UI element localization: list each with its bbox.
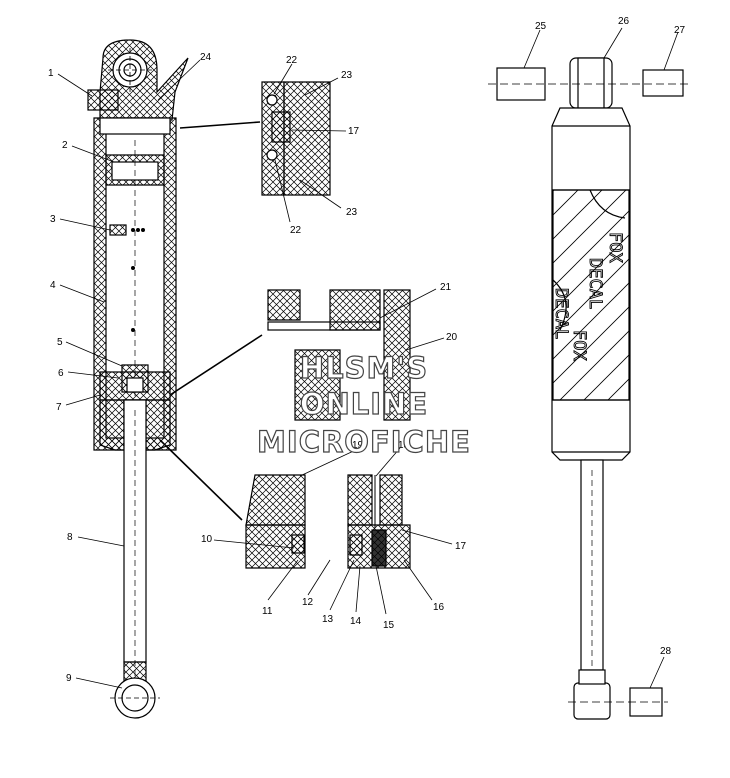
piston-detail-middle (169, 289, 411, 421)
decal-fox-lower: FOX (569, 330, 589, 361)
decal-fox-upper: FOX (605, 232, 625, 263)
callout-25: 25 (535, 21, 547, 32)
callout-24: 24 (200, 52, 212, 63)
fox-decal-area (552, 189, 630, 401)
shock-exterior-view (488, 57, 692, 720)
callout-1: 1 (48, 68, 54, 79)
callout-10: 10 (201, 534, 213, 545)
callout-13: 13 (322, 614, 334, 625)
callout-17-bottom: 17 (455, 541, 467, 552)
callout-11: 11 (262, 606, 273, 617)
leader-lines (57, 27, 679, 689)
decal-decal-upper: DECAL (585, 258, 605, 309)
seal-detail-top (179, 81, 331, 196)
callout-9: 9 (66, 673, 72, 684)
callout-22-top: 22 (286, 55, 298, 66)
bottom-eye-exterior (573, 682, 611, 720)
decal-decal-lower: DECAL (551, 288, 571, 339)
callout-4: 4 (50, 280, 56, 291)
callout-20: 20 (446, 332, 458, 343)
callout-6: 6 (58, 368, 64, 379)
watermark-line-2: ONLINE (300, 387, 428, 421)
callout-8: 8 (67, 532, 73, 543)
callout-labels: 1 2 3 4 5 6 7 8 9 24 22 23 17 23 22 21 2… (48, 16, 686, 684)
seal-head-detail-right (347, 474, 411, 569)
callout-7: 7 (56, 402, 62, 413)
watermark-line-1: HLSM'S (300, 351, 428, 385)
bushing-part-27 (642, 69, 684, 97)
seal-head-detail-left (245, 474, 306, 569)
callout-27: 27 (674, 25, 686, 36)
callout-2: 2 (62, 140, 68, 151)
callout-5: 5 (57, 337, 63, 348)
callout-21: 21 (440, 282, 452, 293)
schrader-valve-part-1 (87, 89, 119, 111)
callout-3: 3 (50, 214, 56, 225)
part-3 (109, 224, 127, 236)
callout-17-top: 17 (348, 126, 360, 137)
callout-23-bottom: 23 (346, 207, 358, 218)
shock-cross-section (87, 39, 189, 720)
callout-22-bottom: 22 (290, 225, 302, 236)
watermark-line-3: MICROFICHE (257, 425, 471, 459)
callout-23-top: 23 (341, 70, 353, 81)
callout-18: 18 (398, 440, 410, 451)
callout-28: 28 (660, 646, 672, 657)
callout-19: 19 (352, 440, 364, 451)
callout-12: 12 (302, 597, 314, 608)
watermark: HLSM'S ONLINE MICROFICHE (256, 350, 471, 459)
callout-15: 15 (383, 620, 395, 631)
callout-14: 14 (350, 616, 362, 627)
callout-26: 26 (618, 16, 630, 27)
callout-16: 16 (433, 602, 445, 613)
